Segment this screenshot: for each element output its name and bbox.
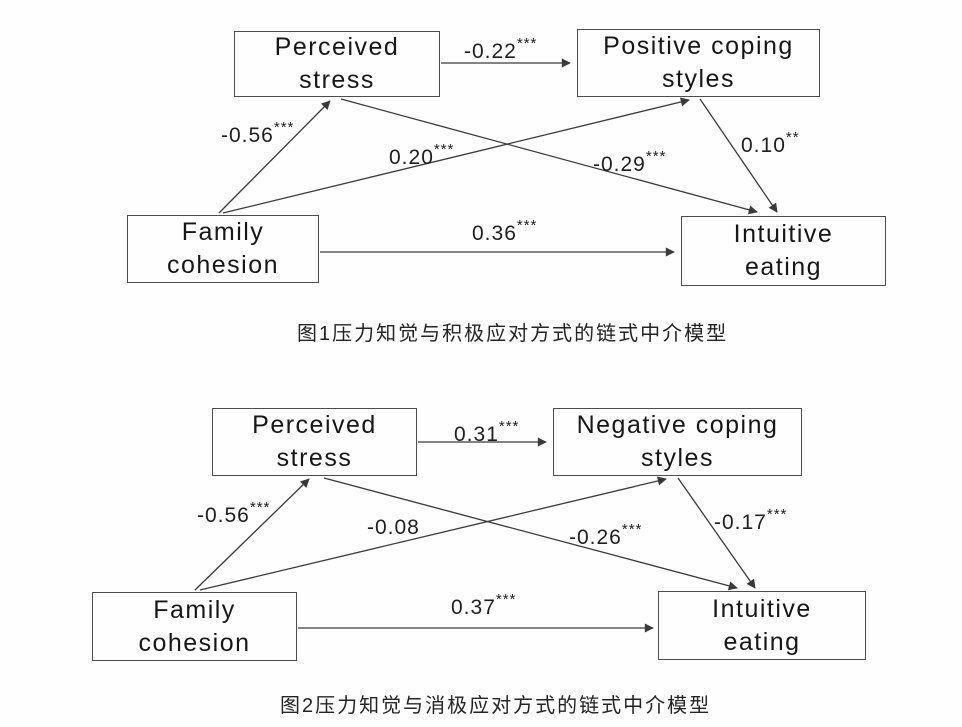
coef-stars: ***	[495, 591, 517, 608]
coef-fig2-coping-to-eating: -0.17***	[714, 506, 788, 535]
figure-2-caption: 图2压力知觉与消极应对方式的链式中介模型	[280, 695, 712, 717]
coef-stars: ***	[766, 506, 788, 523]
coef-stars: ***	[621, 521, 643, 538]
coef-value: 0.36	[472, 222, 517, 245]
box-label-line: Intuitive	[712, 594, 812, 623]
coef-value: -0.08	[367, 516, 420, 539]
arrow-fig1-coping-to-eating	[699, 98, 778, 213]
box-fig1-positive-coping-styles: Positive coping styles	[577, 29, 820, 97]
box-label-line: Intuitive	[733, 220, 834, 248]
coef-value: -0.22	[464, 40, 517, 63]
box-label-line: Perceived	[274, 33, 400, 61]
coef-stars: ***	[249, 499, 271, 516]
box-fig2-negative-coping-styles: Negative coping styles	[553, 408, 802, 476]
arrow-fig1-cohesion-to-stress	[218, 100, 331, 214]
box-label-line: stress	[276, 444, 353, 472]
coef-stars: ***	[433, 141, 455, 158]
box-label-line: styles	[641, 444, 714, 472]
coef-fig1-cohesion-to-coping: 0.20***	[389, 141, 455, 170]
coef-value: 0.10	[741, 134, 786, 157]
box-label-line: Negative coping	[576, 411, 779, 439]
coef-value: -0.29	[593, 153, 646, 176]
box-label-line: Perceived	[252, 411, 377, 439]
coef-value: -0.56	[221, 124, 274, 147]
box-fig2-intuitive-eating: Intuitive eating	[658, 591, 866, 660]
coef-value: -0.17	[714, 511, 767, 534]
box-fig1-intuitive-eating: Intuitive eating	[681, 216, 886, 286]
box-fig1-family-cohesion: Family cohesion	[127, 215, 319, 283]
coef-fig1-coping-to-eating: 0.10**	[741, 129, 800, 158]
coef-fig1-stress-to-coping: -0.22***	[464, 35, 538, 64]
arrow-fig2-coping-to-eating	[677, 477, 756, 589]
coef-value: 0.20	[389, 146, 434, 169]
box-label-line: stress	[299, 66, 375, 94]
arrow-fig2-cohesion-to-stress	[194, 478, 310, 591]
coef-value: -0.56	[197, 504, 250, 527]
coef-fig2-cohesion-to-eating: 0.37***	[451, 591, 517, 620]
box-fig1-perceived-stress: Perceived stress	[234, 31, 440, 97]
coef-fig1-cohesion-to-stress: -0.56***	[221, 119, 295, 148]
coef-stars: ***	[516, 35, 538, 52]
box-fig2-family-cohesion: Family cohesion	[92, 592, 297, 661]
box-label-line: eating	[744, 253, 823, 281]
box-label-line: styles	[662, 65, 735, 93]
coef-stars: ***	[645, 148, 667, 165]
coef-fig2-stress-to-eating: -0.26***	[569, 521, 643, 550]
coef-value: -0.26	[569, 526, 622, 549]
coef-fig1-cohesion-to-eating: 0.36***	[472, 217, 538, 246]
coef-fig2-stress-to-coping: 0.31***	[454, 418, 520, 447]
coef-fig2-cohesion-to-coping: -0.08	[367, 513, 420, 540]
box-label-line: Family	[153, 595, 236, 624]
figure-1-caption: 图1压力知觉与积极应对方式的链式中介模型	[297, 323, 729, 345]
box-label-line: cohesion	[166, 251, 280, 279]
coef-fig2-cohesion-to-stress: -0.56***	[197, 499, 271, 528]
coef-stars: **	[785, 129, 800, 146]
box-fig2-perceived-stress: Perceived stress	[212, 408, 417, 476]
arrow-fig2-stress-to-eating	[323, 477, 738, 591]
coef-stars: ***	[516, 217, 538, 234]
box-label-line: Family	[181, 218, 265, 246]
coef-value: 0.37	[451, 596, 496, 619]
coef-stars: ***	[273, 119, 295, 136]
box-label-line: cohesion	[138, 628, 251, 657]
coef-stars: ***	[498, 418, 520, 435]
coef-fig1-stress-to-eating: -0.29***	[593, 148, 667, 177]
arrow-fig1-stress-to-eating	[340, 98, 758, 215]
box-label-line: Positive coping	[603, 32, 794, 60]
box-label-line: eating	[723, 627, 801, 656]
arrow-fig1-cohesion-to-coping	[222, 97, 690, 214]
arrow-fig2-cohesion-to-coping	[199, 476, 667, 591]
coef-value: 0.31	[454, 423, 499, 446]
